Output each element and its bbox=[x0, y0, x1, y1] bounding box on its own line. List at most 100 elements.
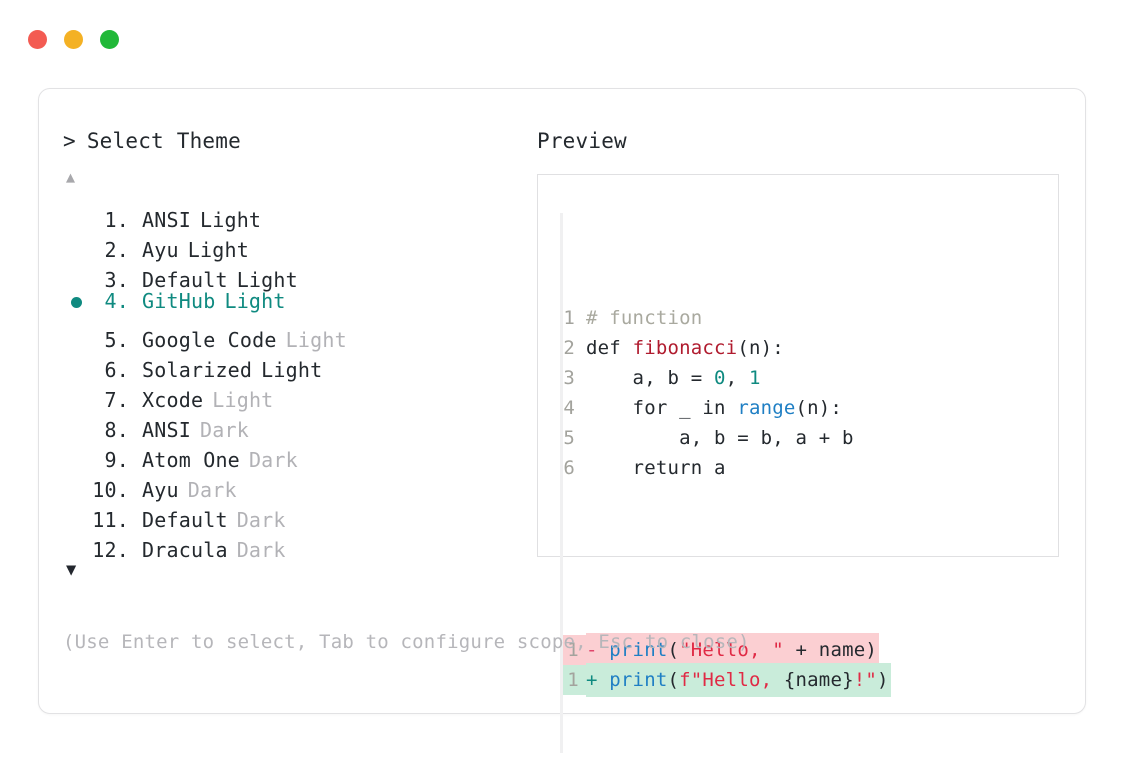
line-number: 3 bbox=[563, 367, 575, 389]
code-token: {name} bbox=[783, 669, 854, 691]
theme-item-mode: Light bbox=[199, 208, 262, 232]
code-token: 1 bbox=[748, 367, 761, 389]
theme-list-item[interactable]: 5. Google Code Light bbox=[63, 317, 533, 352]
theme-item-index: 6. bbox=[104, 358, 129, 382]
code-line: 1 # function bbox=[560, 303, 1050, 333]
theme-item-name: Dracula bbox=[142, 538, 228, 562]
maximize-dot[interactable] bbox=[100, 30, 119, 49]
line-number: 6 bbox=[563, 457, 575, 479]
theme-item-name: Solarized bbox=[142, 358, 253, 382]
code-token: !" bbox=[853, 669, 878, 691]
prompt-chevron: > bbox=[63, 129, 76, 153]
diff-sign-icon: + bbox=[586, 669, 598, 691]
help-text: (Use Enter to select, Tab to configure s… bbox=[63, 631, 750, 653]
theme-item-name: Ayu bbox=[142, 238, 179, 262]
selection-bullet-cell bbox=[63, 317, 89, 347]
theme-list-item[interactable]: 6. Solarized Light bbox=[63, 347, 533, 382]
selection-bullet-cell bbox=[63, 257, 89, 287]
theme-item-mode: Light bbox=[261, 358, 323, 382]
theme-item-mode: Light bbox=[224, 288, 286, 313]
line-text: for _ in range(n): bbox=[586, 393, 842, 423]
code-line: 4 for _ in range(n): bbox=[560, 393, 1050, 423]
code-token: return a bbox=[586, 457, 726, 479]
line-text: # function bbox=[586, 303, 702, 333]
diff-line-body: + print(f"Hello, {name}!") bbox=[586, 663, 891, 697]
theme-item-index: 5. bbox=[104, 328, 129, 352]
line-number: 1 bbox=[563, 307, 575, 329]
selection-bullet-cell bbox=[63, 287, 89, 317]
diff-sign-icon: - bbox=[586, 639, 598, 661]
theme-item-mode: Light bbox=[285, 328, 347, 352]
code-token: (n): bbox=[795, 397, 843, 419]
code-token: "Hello, " bbox=[679, 639, 784, 661]
theme-item-name: Default bbox=[142, 508, 228, 532]
line-text: a, b = 0, 1 bbox=[586, 363, 761, 393]
theme-list-item[interactable]: 12. Dracula Dark bbox=[63, 527, 533, 562]
theme-list-item[interactable]: 10. Ayu Dark bbox=[63, 467, 533, 502]
theme-item-name: GitHub bbox=[142, 288, 216, 313]
gutter-rule bbox=[560, 213, 563, 753]
preview-title: Preview bbox=[537, 129, 627, 153]
theme-item-name: Xcode bbox=[142, 388, 204, 412]
theme-item-index: 11. bbox=[92, 508, 129, 532]
theme-item-mode: Light bbox=[187, 238, 249, 262]
theme-item-mode: Dark bbox=[236, 538, 286, 562]
theme-item-index: 3. bbox=[104, 268, 129, 292]
code-spacer bbox=[560, 543, 1050, 573]
minimize-dot[interactable] bbox=[64, 30, 83, 49]
line-number: 2 bbox=[563, 337, 575, 359]
selection-bullet-cell bbox=[63, 497, 89, 527]
theme-item-name: Default bbox=[142, 268, 228, 292]
code-line: 6 return a bbox=[560, 453, 1050, 483]
selection-bullet-cell bbox=[63, 377, 89, 407]
theme-item-name: ANSI bbox=[142, 208, 191, 232]
line-text: a, b = b, a + b bbox=[586, 423, 854, 453]
theme-item-name: Google Code bbox=[142, 328, 277, 352]
theme-item-name: Ayu bbox=[142, 478, 179, 502]
scroll-up-icon[interactable]: ▲ bbox=[66, 168, 76, 186]
line-number: 4 bbox=[563, 397, 575, 419]
theme-list-item[interactable]: 3. Default Light bbox=[63, 257, 533, 292]
theme-item-index: 9. bbox=[104, 448, 129, 472]
theme-item-index: 12. bbox=[92, 538, 129, 562]
selection-bullet-cell bbox=[63, 437, 89, 467]
theme-item-mode: Dark bbox=[187, 478, 237, 502]
code-token: f"Hello, bbox=[679, 669, 784, 691]
code-token: print bbox=[609, 639, 668, 661]
page-title: Select Theme bbox=[86, 129, 241, 153]
panel-header: > Select Theme bbox=[63, 131, 533, 152]
window-chrome bbox=[28, 30, 119, 49]
theme-item-mode: Light bbox=[236, 268, 298, 292]
selection-bullet-cell bbox=[63, 197, 89, 227]
code-token: a, b = b, a + b bbox=[586, 427, 854, 449]
selection-bullet-cell bbox=[63, 347, 89, 377]
selection-bullet-cell bbox=[63, 407, 89, 437]
code-token: for _ in bbox=[586, 397, 738, 419]
theme-item-index: 10. bbox=[92, 478, 129, 502]
theme-item-mode: Dark bbox=[248, 448, 298, 472]
code-token: + name) bbox=[783, 639, 878, 661]
close-dot[interactable] bbox=[28, 30, 47, 49]
scroll-down-icon[interactable]: ▼ bbox=[66, 560, 77, 580]
diff-line-body: - print("Hello, " + name) bbox=[586, 633, 880, 667]
diff-line-del: 1- print("Hello, " + name) bbox=[560, 633, 1050, 667]
code-token: fibonacci bbox=[632, 337, 738, 359]
code-token: a, b = bbox=[586, 367, 715, 389]
theme-item-index: 4. bbox=[104, 288, 129, 313]
theme-list-item[interactable]: 4. GitHub Light bbox=[63, 287, 533, 317]
code-token: ( bbox=[667, 639, 680, 661]
code-token: print bbox=[609, 669, 668, 691]
